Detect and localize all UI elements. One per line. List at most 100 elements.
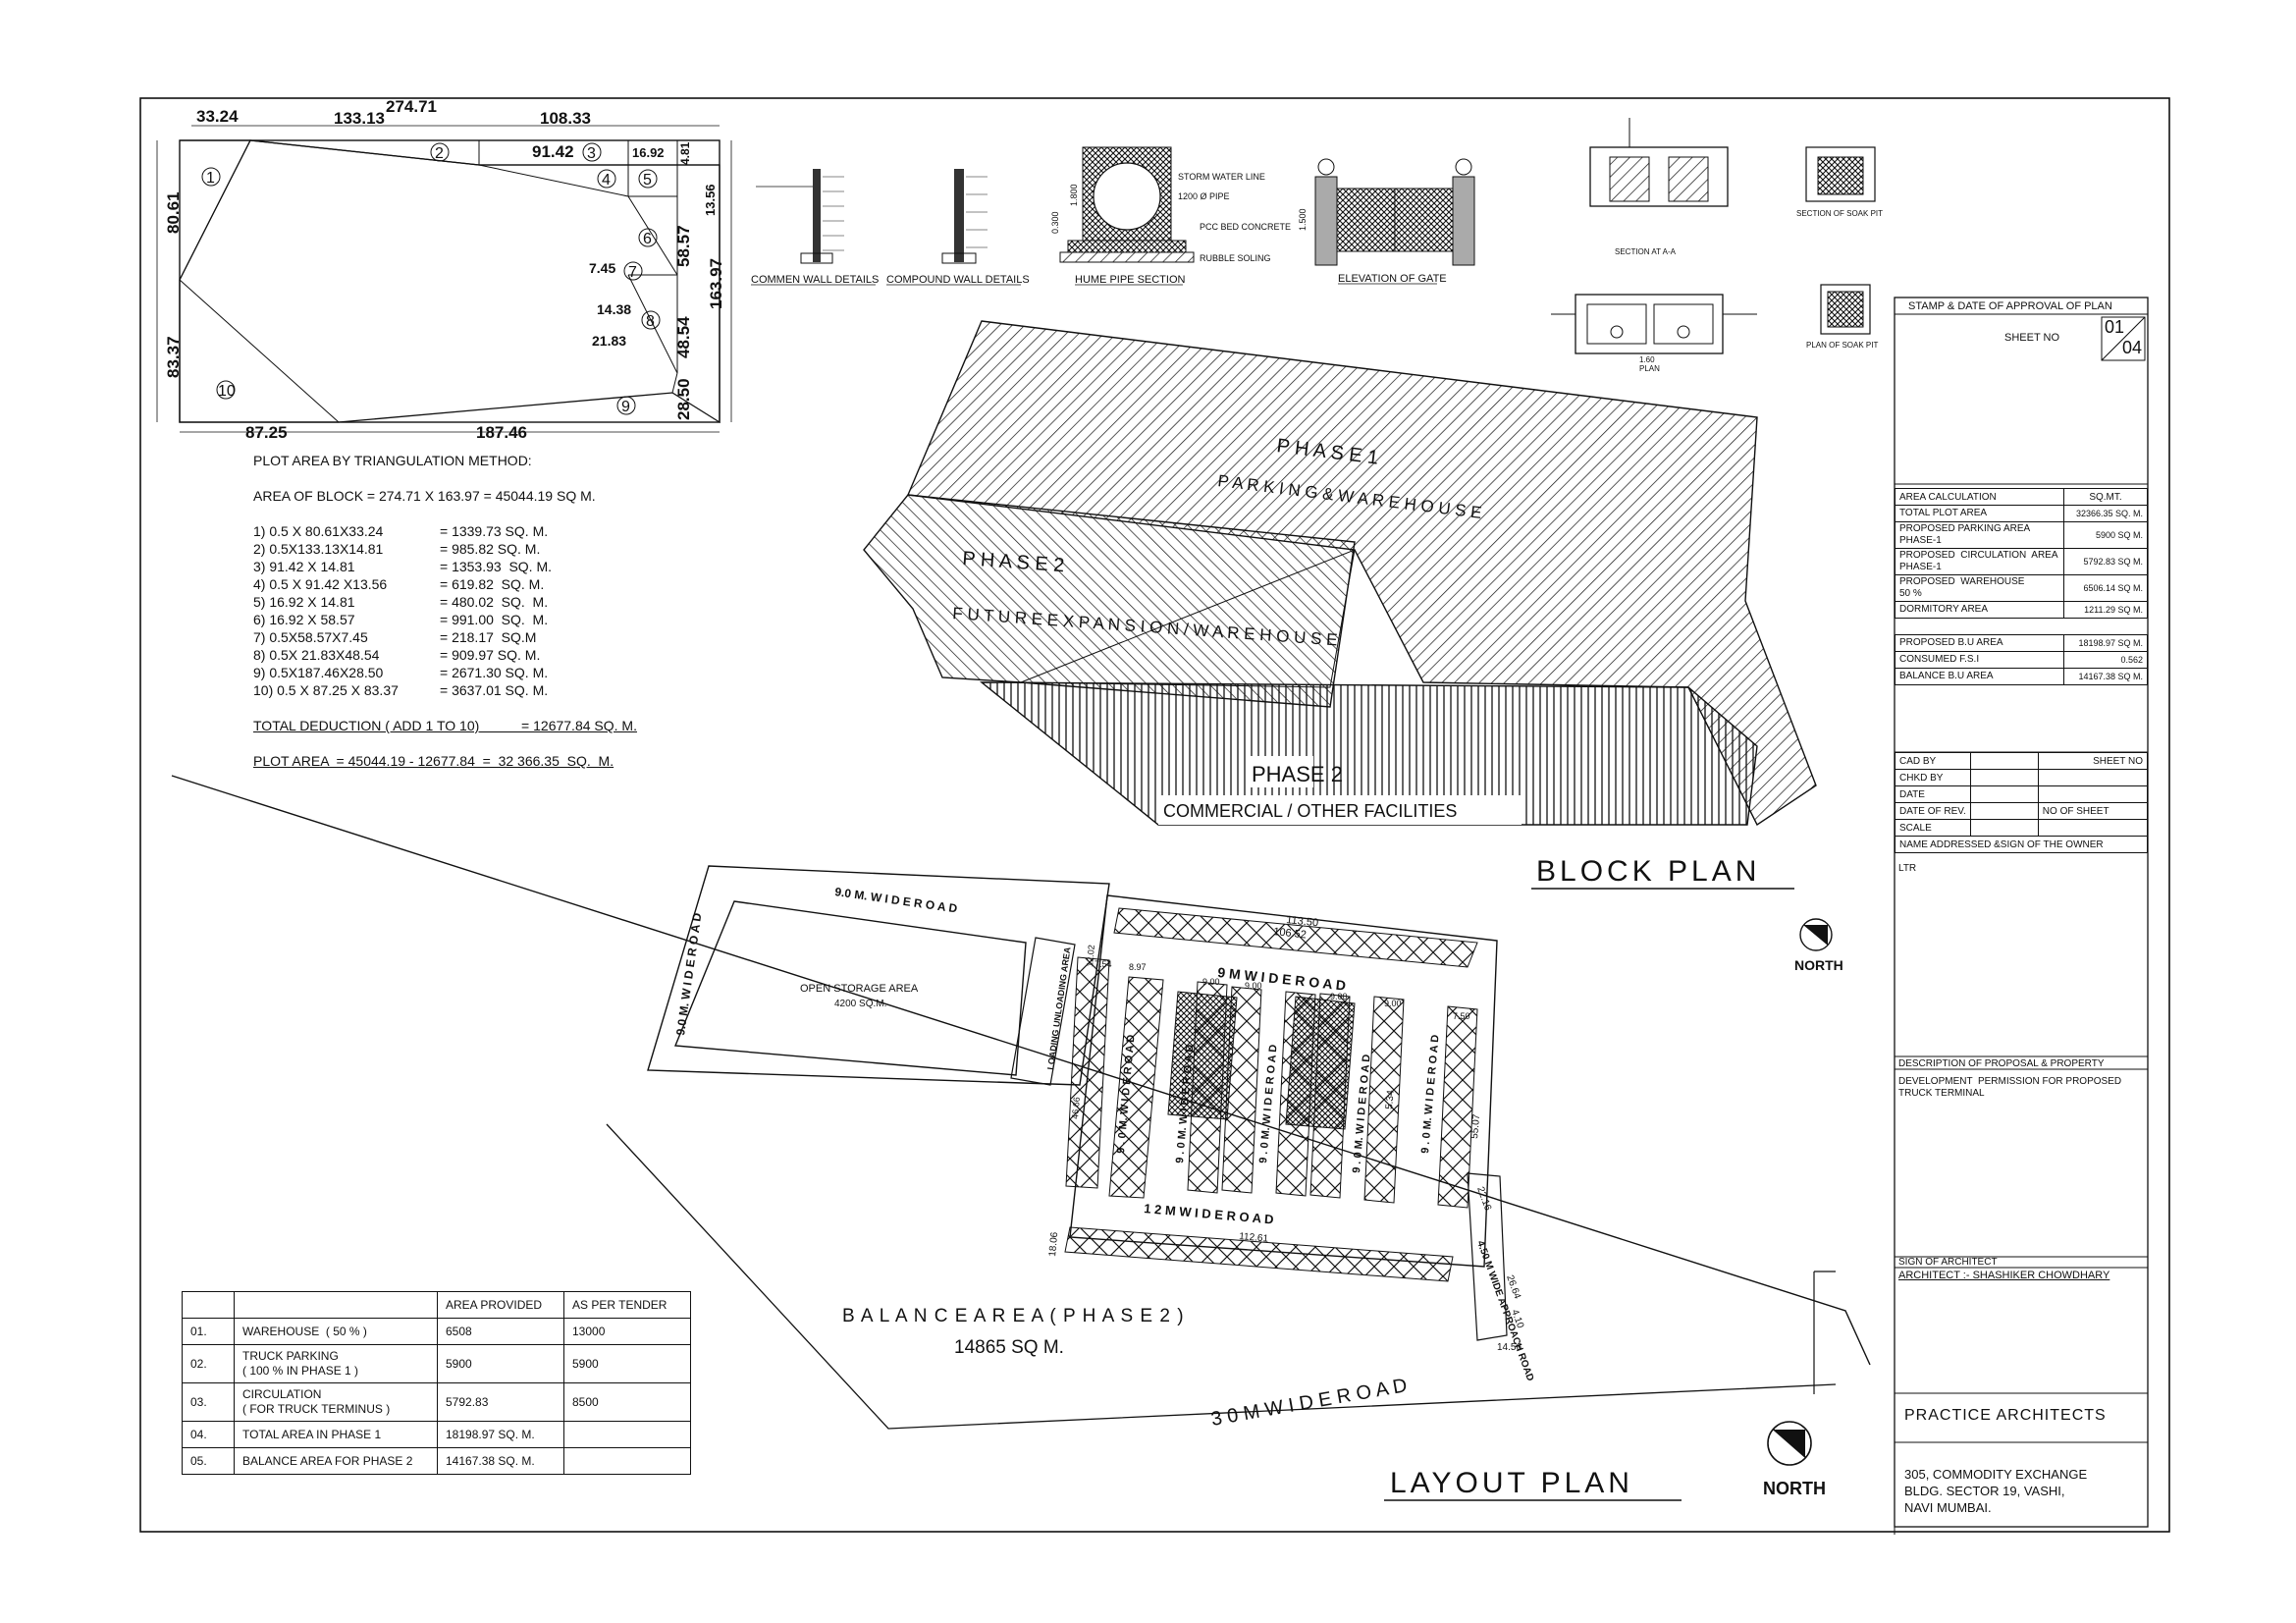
- table-cell-no: 02.: [182, 1344, 235, 1383]
- road-vertical-5: 9 . 0 M. W I D E R O A D: [1419, 1034, 1442, 1154]
- svg-text:9.00: 9.00: [1330, 992, 1348, 1001]
- table-cell-provided: 5900: [437, 1344, 564, 1383]
- north-label-layout: NORTH: [1763, 1479, 1826, 1498]
- road-9m-top: 9.0 M. W I D E R O A D: [834, 885, 959, 915]
- area-label: CONSUMED F.S.I: [1895, 651, 2064, 669]
- svg-text:1200 Ø PIPE: 1200 Ø PIPE: [1178, 191, 1230, 201]
- calc-line-label: 5) 16.92 X 14.81: [253, 594, 355, 610]
- area-label: DORMITORY AREA: [1895, 601, 2064, 619]
- description-heading: DESCRIPTION OF PROPOSAL & PROPERTY: [1898, 1058, 2105, 1069]
- plot-area-calculation: PLOT AREA BY TRIANGULATION METHOD: AREA …: [253, 452, 637, 770]
- calc-line-label: 10) 0.5 X 87.25 X 83.37: [253, 682, 399, 698]
- open-storage-area: 4200 SQ.M.: [834, 999, 886, 1009]
- date-of-rev: DATE OF REV.: [1895, 802, 1971, 820]
- svg-text:106.52: 106.52: [1273, 926, 1308, 941]
- calc-line-value: = 991.00 SQ. M.: [440, 612, 549, 627]
- svg-text:14.56: 14.56: [1497, 1342, 1522, 1353]
- dim-inner-top-2: 16.92: [632, 145, 665, 160]
- svg-text:5.34: 5.34: [1384, 1089, 1397, 1109]
- dim-inner-top-1: 91.42: [532, 142, 574, 161]
- calc-lines: 1) 0.5 X 80.61X33.24= 1339.73 SQ. M.2) 0…: [253, 522, 637, 699]
- calc-line-label: 3) 91.42 X 14.81: [253, 559, 355, 574]
- dim-inner-2: 14.38: [597, 301, 631, 317]
- sheet-no: 01: [2105, 317, 2125, 337]
- marker: 3: [587, 145, 596, 162]
- table-row: 02.TRUCK PARKING ( 100 % IN PHASE 1 )590…: [182, 1344, 691, 1383]
- phase2b-subtitle: COMMERCIAL / OTHER FACILITIES: [1163, 801, 1457, 821]
- dim-inner-top-3: 4.81: [678, 141, 692, 165]
- area-label: BALANCE B.U AREA: [1895, 668, 2064, 685]
- detail-caption: SECTION OF SOAK PIT: [1796, 209, 1883, 218]
- calc-line: 4) 0.5 X 91.42 X13.56= 619.82 SQ. M.: [253, 575, 637, 593]
- loading-area-label: LOADING UNLOADING AREA: [1045, 946, 1073, 1070]
- ltr-label: LTR: [1898, 863, 1917, 874]
- calc-line-value: = 985.82 SQ. M.: [440, 541, 541, 557]
- stamp-label: STAMP & DATE OF APPROVAL OF PLAN: [1908, 300, 2112, 312]
- svg-text:0.300: 0.300: [1050, 211, 1060, 234]
- calc-line-value: = 1353.93 SQ. M.: [440, 559, 553, 574]
- calc-line: 6) 16.92 X 58.57= 991.00 SQ. M.: [253, 611, 637, 628]
- dim-top-1: 33.24: [196, 107, 239, 126]
- calc-line: 5) 16.92 X 14.81= 480.02 SQ. M.: [253, 593, 637, 611]
- gate-elevation: 1.500 ELEVATION OF GATE: [1298, 158, 1475, 285]
- marker: 10: [218, 383, 236, 400]
- area-value: 6506.14 SQ M.: [2063, 574, 2148, 602]
- svg-text:55.07: 55.07: [1469, 1113, 1482, 1139]
- parking-bays: [1065, 956, 1478, 1209]
- scale: SCALE: [1895, 819, 1971, 837]
- cad-by: CAD BY: [1895, 752, 1971, 770]
- road-vertical-3: 9 . 0 M. W I D E R O A D: [1257, 1044, 1280, 1163]
- calc-line: 7) 0.5X58.57X7.45= 218.17 SQ.M: [253, 628, 637, 646]
- area-value: 14167.38 SQ M.: [2063, 668, 2148, 685]
- svg-text:9.00: 9.00: [1202, 977, 1220, 987]
- area-value: 5792.83 SQ M.: [2063, 548, 2148, 575]
- calc-line-label: 4) 0.5 X 91.42 X13.56: [253, 576, 388, 592]
- calc-line: 8) 0.5X 21.83X48.54= 909.97 SQ. M.: [253, 646, 637, 664]
- dim-left-1: 80.61: [164, 191, 183, 234]
- svg-text:9.00: 9.00: [1384, 999, 1402, 1008]
- marker: 1: [206, 170, 215, 187]
- area-value: 1211.29 SQ M.: [2063, 601, 2148, 619]
- marker: 8: [646, 313, 655, 330]
- detail-caption: HUME PIPE SECTION: [1075, 274, 1186, 286]
- marker: 6: [643, 231, 652, 247]
- table-cell-provided: 6508: [437, 1318, 564, 1345]
- calc-line-value: = 218.17 SQ.M: [440, 629, 537, 645]
- table-header-cell: AREA PROVIDED: [437, 1291, 564, 1319]
- table-header-cell: [234, 1291, 438, 1319]
- layout-plan-label: LAYOUT PLAN: [1390, 1467, 1633, 1499]
- firm-name: PRACTICE ARCHITECTS: [1904, 1407, 2107, 1424]
- plot-triangulation-diagram: 33.24 133.13 274.71 108.33 91.42 16.92 4…: [156, 97, 732, 442]
- phase2b-title: PHASE 2: [1252, 762, 1343, 786]
- table-cell-tender: [563, 1421, 691, 1448]
- sheet-no-2: SHEET NO: [2037, 752, 2149, 770]
- dim-right-total: 163.97: [707, 258, 725, 309]
- calc-line: 10) 0.5 X 87.25 X 83.37= 3637.01 SQ. M.: [253, 681, 637, 699]
- dim-right-4: 28.50: [674, 378, 693, 420]
- balance-area-title: B A L A N C E A R E A ( P H A S E 2 ): [842, 1306, 1185, 1326]
- dim-inner-3: 21.83: [592, 333, 626, 349]
- compound-wall-detail: COMPOUND WALL DETAILS: [886, 169, 1030, 286]
- area-label: PROPOSED WAREHOUSE 50 %: [1895, 574, 2064, 602]
- area-label: PROPOSED CIRCULATION AREA PHASE-1: [1895, 548, 2064, 575]
- title-block: STAMP & DATE OF APPROVAL OF PLAN SHEET N…: [1891, 296, 2152, 1535]
- table-cell-item: WAREHOUSE ( 50 % ): [234, 1318, 438, 1345]
- table-cell-tender: 5900: [563, 1344, 691, 1383]
- sheet-total: 04: [2122, 338, 2143, 357]
- sheet-border: [139, 97, 2170, 1533]
- calc-total-deduction: TOTAL DEDUCTION ( ADD 1 TO 10) = 12677.8…: [253, 718, 637, 733]
- north-arrow-layout: [1767, 1421, 1812, 1466]
- north-label-block: NORTH: [1794, 957, 1843, 973]
- sign-of-architect: SIGN OF ARCHITECT: [1898, 1257, 1998, 1268]
- road-9m-left: 9.0 M. W I D E R O A D: [673, 912, 704, 1037]
- detail-drawings: COMMEN WALL DETAILS COMPOUND WALL DETAIL…: [751, 118, 1883, 373]
- svg-text:STORM WATER LINE: STORM WATER LINE: [1178, 172, 1265, 182]
- spacer-row: [1896, 619, 2148, 635]
- detail-caption: COMPOUND WALL DETAILS: [886, 274, 1030, 286]
- dim-bottom-2: 187.46: [476, 423, 527, 442]
